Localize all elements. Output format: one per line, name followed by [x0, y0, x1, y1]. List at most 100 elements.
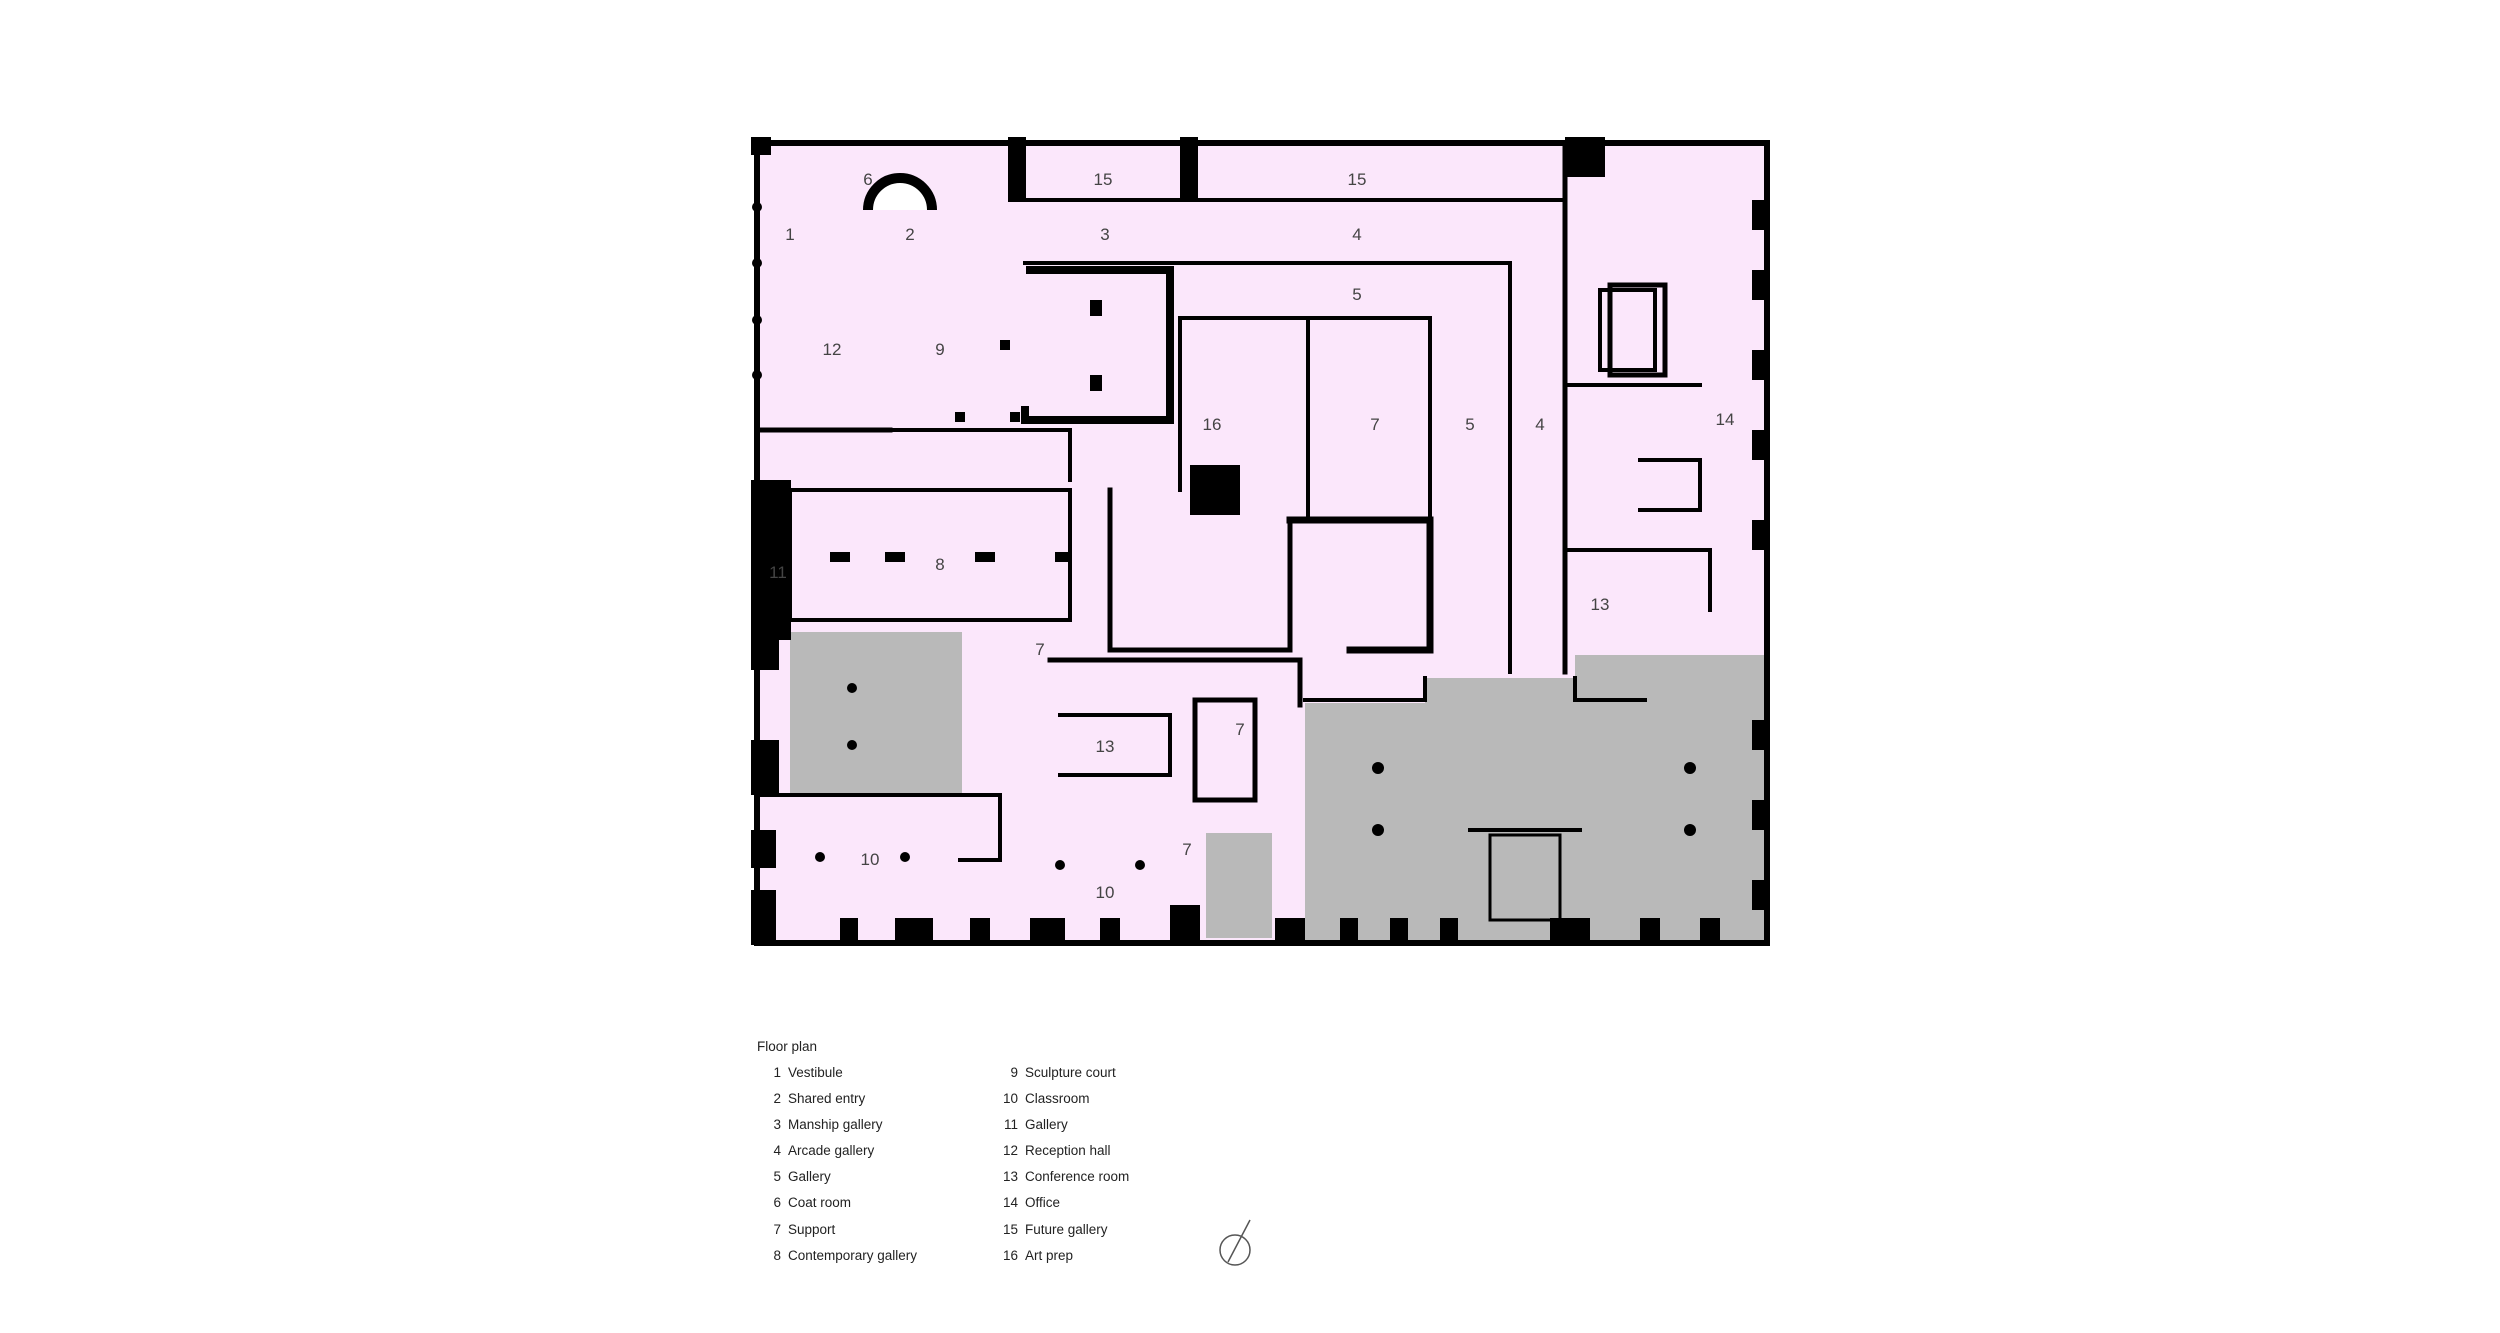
- mass-e3: [1752, 350, 1770, 380]
- mass-n1: [1008, 137, 1026, 202]
- mass-s7: [1275, 918, 1305, 945]
- room-label-5a: 5: [1352, 285, 1361, 304]
- legend-number: 14: [1002, 1195, 1018, 1211]
- west-col-2: [752, 258, 762, 268]
- mass-e7: [1752, 800, 1770, 830]
- south-gallery-wall: [1047, 657, 1303, 708]
- office-wall-c: [1638, 458, 1702, 512]
- room-label-8: 8: [935, 555, 944, 574]
- room-labels: 1 2 3 4 4 5 5 6 7 7 7 7 8 9 10 10 11 12 …: [769, 170, 1734, 902]
- west-col-1: [752, 202, 762, 212]
- sculpture-court-wall: [1021, 266, 1174, 424]
- legend-item: 9 Sculpture court: [1000, 1065, 1129, 1091]
- legend-label: Art prep: [1025, 1247, 1074, 1263]
- room-label-12: 12: [823, 340, 842, 359]
- mass-e8: [1752, 880, 1770, 910]
- existing-areas: [790, 632, 1765, 943]
- mass-ne: [1565, 137, 1605, 177]
- room-label-7b: 7: [1035, 640, 1044, 659]
- court-col-4: [955, 412, 965, 422]
- legend-label: Support: [788, 1221, 836, 1237]
- class-col-1: [815, 852, 825, 862]
- legend-number: 10: [1002, 1091, 1018, 1107]
- legend-number: 13: [1002, 1169, 1018, 1185]
- legend-label: Contemporary gallery: [788, 1247, 918, 1263]
- coat-room-apse: [863, 173, 937, 211]
- legend-number: 9: [1010, 1065, 1018, 1080]
- room-label-6: 6: [863, 170, 872, 189]
- legend-number: 15: [1002, 1221, 1018, 1237]
- legend-item: 5 Gallery: [767, 1169, 917, 1195]
- room-label-10a: 10: [861, 850, 880, 869]
- g8-col-1: [830, 552, 850, 562]
- legend-number: 5: [773, 1169, 781, 1185]
- court-col-5: [1010, 412, 1020, 422]
- room-label-15a: 15: [1094, 170, 1113, 189]
- mass-e5: [1752, 520, 1770, 550]
- room-label-2: 2: [905, 225, 914, 244]
- room-label-14: 14: [1716, 410, 1735, 429]
- class-col-4: [1135, 860, 1145, 870]
- room-label-13b: 13: [1591, 595, 1610, 614]
- room-label-15b: 15: [1348, 170, 1367, 189]
- room-label-1: 1: [785, 225, 794, 244]
- mass-w5: [751, 890, 776, 945]
- mass-w4: [751, 830, 776, 868]
- north-arrow-icon: [1219, 1219, 1251, 1266]
- mass-s5: [1100, 918, 1120, 945]
- legend-label: Gallery: [1025, 1117, 1068, 1133]
- classroom-wall: [758, 793, 1002, 862]
- legend-label: Arcade gallery: [788, 1143, 875, 1159]
- mass-e1: [1752, 200, 1770, 230]
- gallery-5-wall: [1178, 316, 1432, 522]
- support-wall: [1107, 487, 1293, 653]
- grey-col-5: [1684, 762, 1696, 774]
- court-col-3: [1000, 340, 1010, 350]
- room-label-7a: 7: [1370, 415, 1379, 434]
- conference-wall: [1058, 713, 1172, 777]
- grey-col-4: [1372, 824, 1384, 836]
- mass-w1: [751, 480, 791, 640]
- legend-title: Floor plan: [757, 1039, 818, 1054]
- office-stair: [1607, 282, 1668, 378]
- legend-number: 16: [1002, 1247, 1018, 1263]
- mass-s13: [1700, 918, 1720, 945]
- restroom-wall: [1286, 516, 1434, 654]
- support-7-wall: [1192, 697, 1258, 803]
- legend-label: Classroom: [1025, 1091, 1090, 1107]
- grey-col-6: [1684, 824, 1696, 836]
- grey-col-1: [847, 683, 857, 693]
- room-label-9: 9: [935, 340, 944, 359]
- grey-block-west: [790, 632, 962, 797]
- exterior-wall: [754, 140, 1770, 946]
- mass-w3: [751, 740, 779, 795]
- court-col-1: [1090, 300, 1102, 316]
- room-label-16: 16: [1203, 415, 1222, 434]
- room-label-7c: 7: [1235, 720, 1244, 739]
- legend-item: 16 Art prep: [1000, 1248, 1129, 1274]
- legend-number: 3: [773, 1117, 781, 1133]
- mass-w2: [751, 630, 779, 670]
- mass-s4: [1030, 918, 1065, 945]
- class-col-2: [900, 852, 910, 862]
- legend-label: Gallery: [788, 1169, 831, 1185]
- legend-label: Coat room: [788, 1195, 852, 1211]
- room-label-4b: 4: [1535, 415, 1544, 434]
- office-wall-b: [1598, 288, 1657, 372]
- wall-masses: [751, 137, 1770, 945]
- grey-block-east: [1305, 655, 1765, 943]
- mass-s8: [1340, 918, 1358, 945]
- legend-label: Office: [1025, 1195, 1061, 1211]
- art-prep-wall: [1178, 316, 1310, 522]
- west-col-4: [752, 370, 762, 380]
- legend-number: 6: [773, 1195, 781, 1211]
- room-label-13a: 13: [1096, 737, 1115, 756]
- legend-label: Sculpture court: [1025, 1065, 1116, 1080]
